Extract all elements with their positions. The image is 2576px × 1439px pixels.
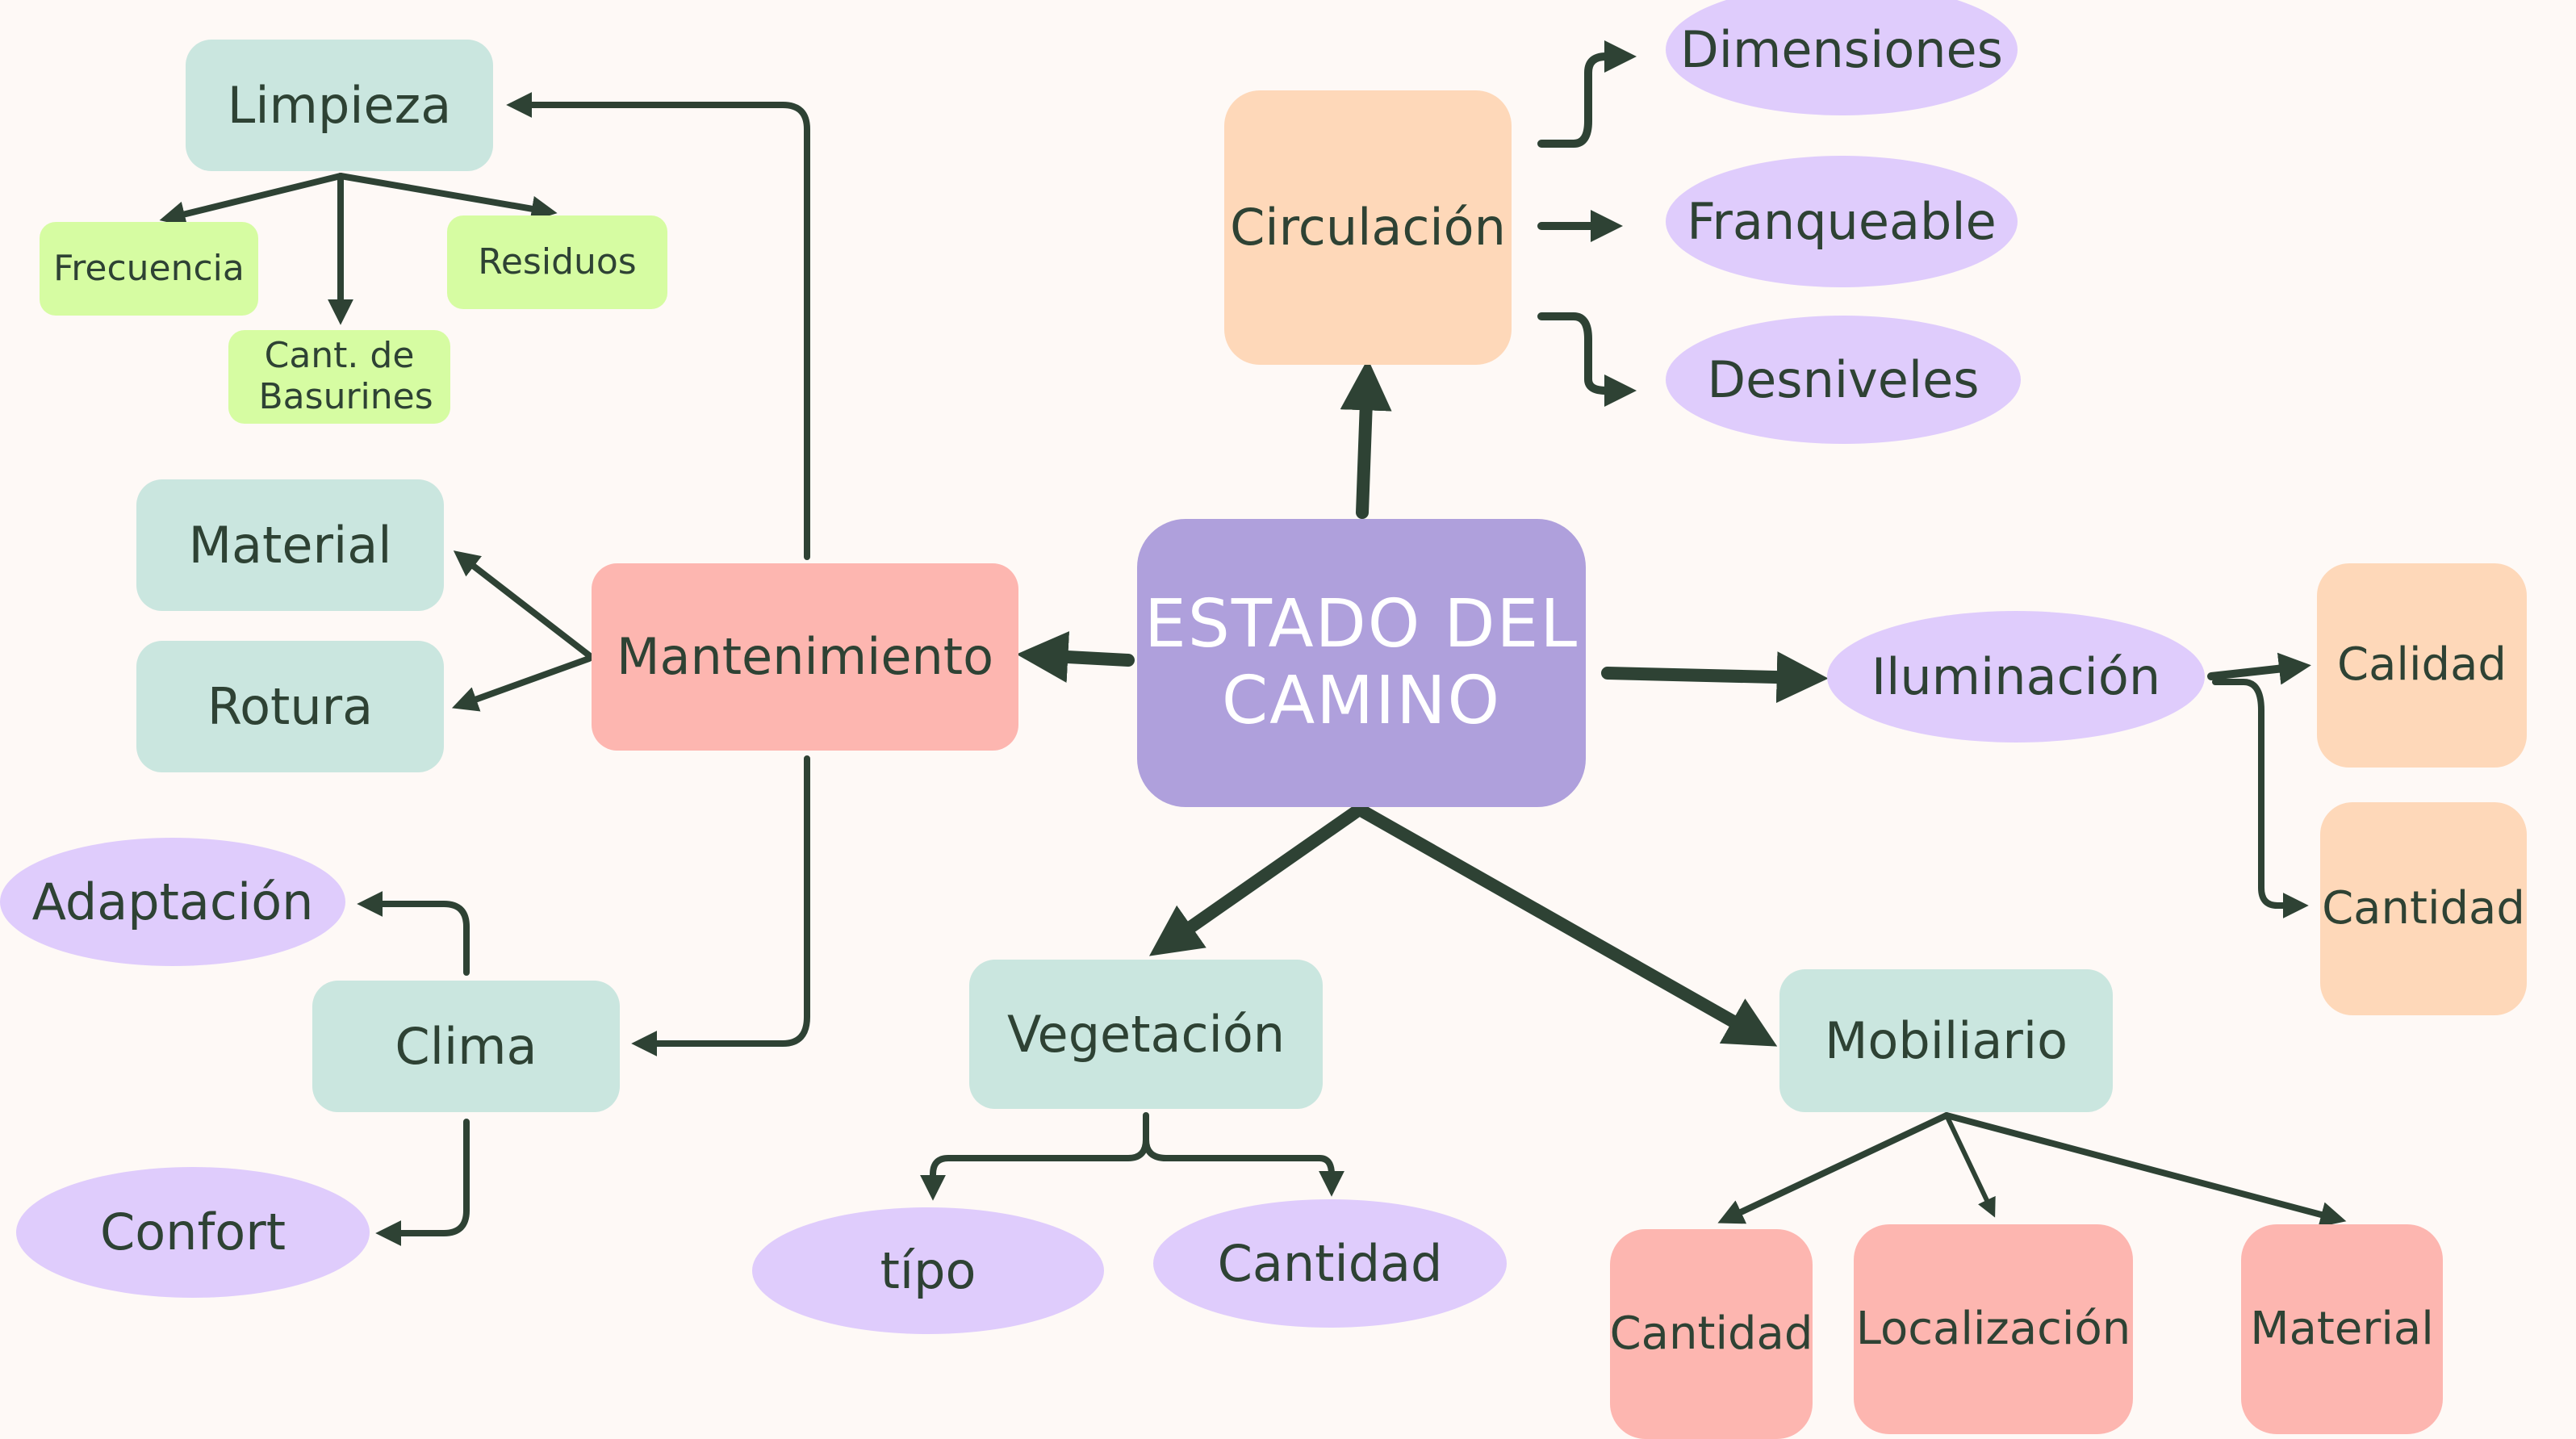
arrow-clima-confort [375, 1119, 470, 1246]
node-limpieza[interactable]: Limpieza [186, 40, 493, 171]
arrow-iluminacion-cantidad [2212, 679, 2309, 918]
arrow-limpieza-residuos [337, 173, 558, 222]
node-residuos[interactable]: Residuos [447, 215, 667, 309]
central-topic-node[interactable]: ESTADO DEL CAMINO [1137, 519, 1586, 807]
arrow-mantenimiento-clima [631, 755, 810, 1056]
node-tipo[interactable]: típo [752, 1207, 1104, 1334]
arrow-center-vegetacion [1149, 805, 1362, 956]
node-rotura-label: Rotura [207, 676, 374, 736]
node-dimensiones-label: Dimensiones [1679, 19, 2003, 79]
node-iluminacion[interactable]: Iluminación [1827, 611, 2205, 743]
arrow-vegetacion-cantidad [1143, 1136, 1344, 1197]
node-residuos-label: Residuos [478, 241, 637, 282]
node-desniveles[interactable]: Desniveles [1666, 316, 2021, 444]
arrow-limpieza-frecuencia [159, 173, 344, 227]
node-adaptacion[interactable]: Adaptación [0, 838, 345, 966]
arrow-mobiliario-cantidad [1717, 1112, 1950, 1224]
node-material-mantenimiento-label: Material [188, 515, 392, 575]
arrow-mantenimiento-material [453, 550, 592, 659]
node-frecuencia[interactable]: Frecuencia [40, 222, 258, 316]
node-frecuencia-label: Frecuencia [53, 247, 245, 289]
arrow-mantenimiento-rotura [451, 655, 592, 712]
central-topic-line2: CAMINO [1221, 662, 1502, 739]
node-mobiliario[interactable]: Mobiliario [1779, 969, 2113, 1112]
node-cantidad-mobiliario-label: Cantidad [1609, 1307, 1813, 1360]
node-franqueable[interactable]: Franqueable [1666, 156, 2018, 287]
node-adaptacion-label: Adaptación [31, 872, 314, 931]
node-tipo-label: típo [880, 1240, 976, 1300]
arrow-center-iluminacion [1601, 651, 1829, 704]
node-mantenimiento-label: Mantenimiento [616, 627, 994, 687]
node-iluminacion-label: Iluminación [1871, 646, 2161, 706]
node-cantidad-iluminacion-label: Cantidad [2322, 881, 2525, 935]
arrow-clima-adaptacion [357, 891, 470, 976]
node-localizacion-label: Localización [1855, 1302, 2131, 1355]
node-calidad-label: Calidad [2337, 638, 2507, 692]
node-vegetacion-label: Vegetación [1006, 1004, 1286, 1064]
arrow-mobiliario-localizacion [1944, 1113, 1996, 1218]
node-material-mobiliario-label: Material [2250, 1302, 2434, 1355]
node-franqueable-label: Franqueable [1687, 191, 1997, 251]
node-cant-basurines-label: Cant. de Basurines [258, 335, 433, 417]
node-circulacion-label: Circulación [1230, 198, 1506, 257]
arrow-center-circulacion [1340, 358, 1392, 519]
node-cantidad-vegetacion[interactable]: Cantidad [1153, 1199, 1507, 1328]
node-mantenimiento[interactable]: Mantenimiento [592, 563, 1018, 751]
node-material-mobiliario[interactable]: Material [2241, 1224, 2443, 1434]
node-limpieza-label: Limpieza [227, 75, 452, 135]
arrow-center-mobiliario [1357, 805, 1778, 1047]
node-desniveles-label: Desniveles [1707, 349, 1980, 409]
node-material-mantenimiento[interactable]: Material [136, 479, 444, 611]
arrow-mantenimiento-limpieza [506, 92, 810, 560]
node-cantidad-iluminacion[interactable]: Cantidad [2320, 802, 2527, 1015]
node-circulacion[interactable]: Circulación [1224, 90, 1512, 365]
node-dimensiones[interactable]: Dimensiones [1666, 0, 2018, 115]
node-cantidad-vegetacion-label: Cantidad [1217, 1233, 1443, 1293]
node-vegetacion[interactable]: Vegetación [969, 960, 1323, 1109]
connector-lines [159, 40, 2347, 1246]
node-clima[interactable]: Clima [312, 981, 620, 1112]
node-mobiliario-label: Mobiliario [1824, 1010, 2068, 1070]
node-clima-label: Clima [395, 1016, 537, 1076]
node-calidad[interactable]: Calidad [2317, 563, 2527, 768]
node-confort[interactable]: Confort [16, 1167, 370, 1298]
arrow-vegetacion-tipo [920, 1112, 1149, 1201]
arrow-circulacion-dimensiones [1537, 40, 1637, 148]
central-topic-line1: ESTADO DEL [1144, 586, 1579, 663]
node-rotura[interactable]: Rotura [136, 641, 444, 772]
node-cant-basurines[interactable]: Cant. de Basurines [228, 330, 450, 424]
node-localizacion[interactable]: Localización [1854, 1224, 2133, 1434]
arrow-circulacion-desniveles [1537, 312, 1637, 407]
arrow-mobiliario-material [1943, 1112, 2347, 1228]
arrow-iluminacion-calidad [2207, 652, 2311, 685]
node-cantidad-mobiliario[interactable]: Cantidad [1610, 1229, 1813, 1439]
arrow-center-mantenimiento [1016, 631, 1135, 683]
node-confort-label: Confort [99, 1203, 286, 1262]
